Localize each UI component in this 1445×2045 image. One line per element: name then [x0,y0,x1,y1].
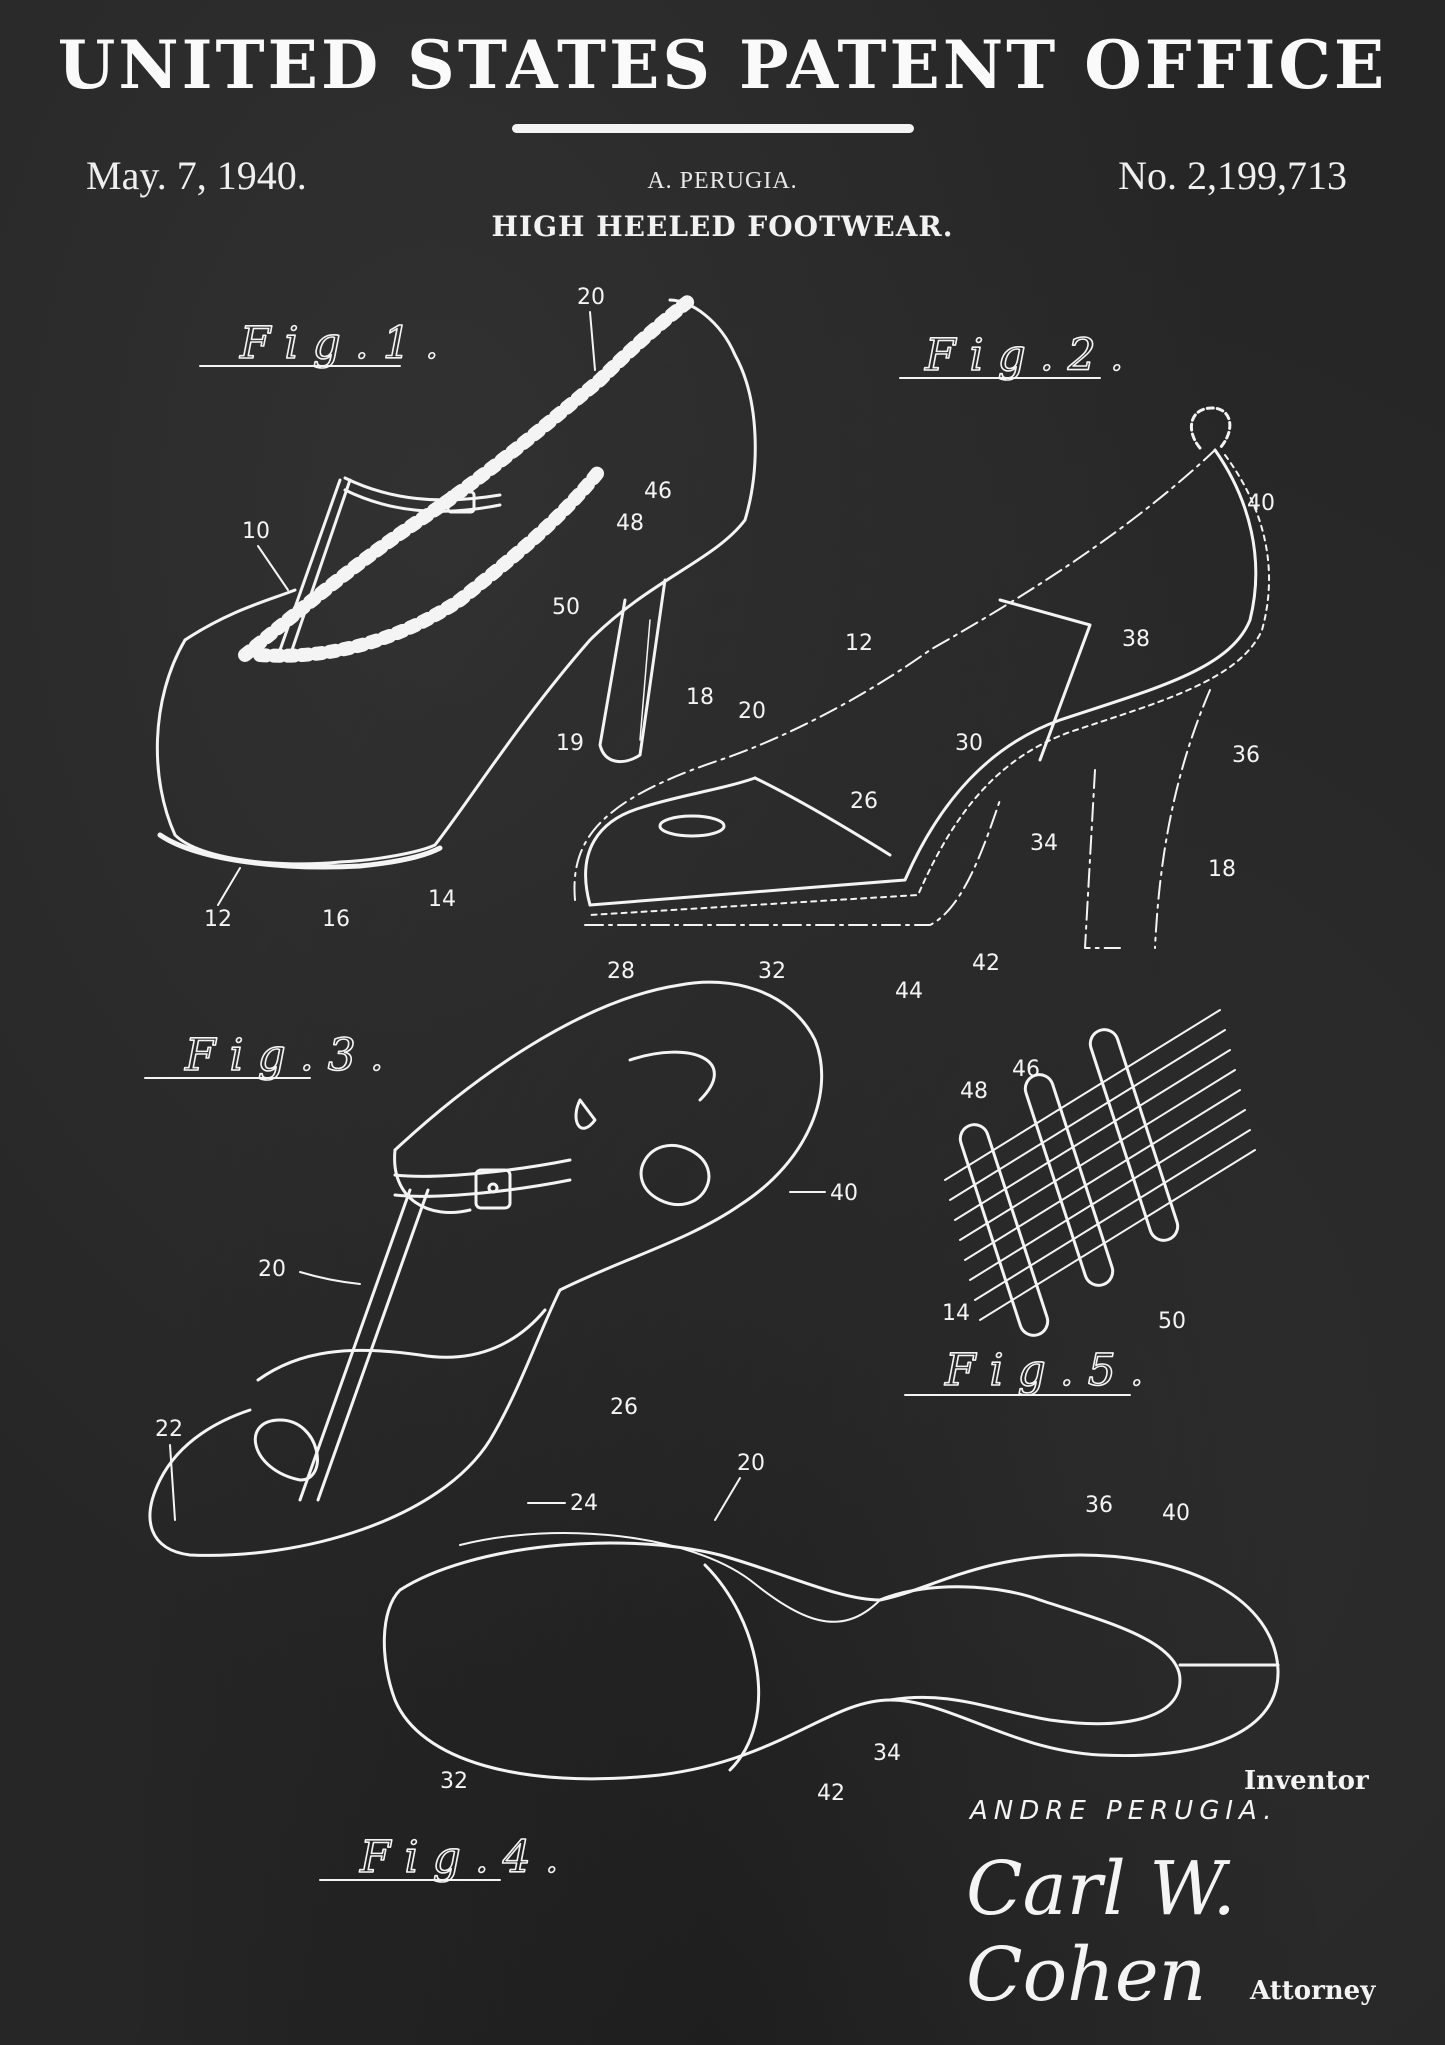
svg-text:14: 14 [428,887,456,912]
svg-text:42: 42 [972,951,1000,976]
inventor-heading: Inventor [1244,1766,1369,1796]
svg-text:44: 44 [895,979,923,1004]
svg-text:40: 40 [830,1181,858,1206]
svg-text:18: 18 [686,685,714,710]
svg-text:Fig.5.: Fig.5. [944,1345,1158,1396]
svg-text:22: 22 [155,1417,183,1442]
fig4-label: Fig.4. [319,1831,573,1884]
fig1-label: Fig.1. [199,317,453,370]
figure-2: Fig.2. 40 12 38 20 30 36 26 34 18 28 [573,329,1275,1004]
svg-text:50: 50 [552,595,580,620]
svg-text:Fig.4.: Fig.4. [359,1832,573,1883]
fig1-reference-numerals: 20 10 46 48 50 18 19 12 16 14 [204,285,714,932]
svg-text:46: 46 [644,479,672,504]
svg-text:34: 34 [1030,831,1058,856]
svg-text:50: 50 [1158,1309,1186,1334]
title-divider [512,124,914,133]
svg-text:16: 16 [322,907,350,932]
svg-text:38: 38 [1122,627,1150,652]
svg-text:Fig.1.: Fig.1. [239,318,453,369]
svg-text:28: 28 [607,959,635,984]
svg-text:36: 36 [1232,743,1260,768]
fig2-label: Fig.2. [899,329,1138,382]
attorney-signature: Carl W. Cohen [966,1846,1236,2018]
svg-text:12: 12 [204,907,232,932]
fig2-reference-numerals: 40 12 38 20 30 36 26 34 18 28 32 44 42 [607,491,1275,1004]
svg-text:Fig.2.: Fig.2. [924,330,1138,381]
svg-text:36: 36 [1085,1493,1113,1518]
svg-text:40: 40 [1162,1501,1190,1526]
inventor-name: ANDRE PERUGIA. [970,1796,1278,1826]
svg-text:46: 46 [1012,1057,1040,1082]
svg-text:34: 34 [873,1741,901,1766]
svg-text:48: 48 [960,1079,988,1104]
svg-text:30: 30 [955,731,983,756]
svg-text:12: 12 [845,631,873,656]
svg-text:14: 14 [942,1301,970,1326]
svg-text:32: 32 [758,959,786,984]
svg-text:26: 26 [850,789,878,814]
fig4-reference-numerals: 20 36 40 32 42 34 [440,1451,1190,1806]
inventor-short-name: A. PERUGIA. [647,168,798,194]
fig3-reference-numerals: 40 20 26 22 24 [155,1181,858,1521]
svg-text:42: 42 [817,1781,845,1806]
fig5-label: Fig.5. [904,1344,1158,1397]
svg-text:24: 24 [570,1491,598,1516]
svg-text:19: 19 [556,731,584,756]
figure-4: Fig.4. 20 36 40 32 42 34 [319,1451,1280,1884]
svg-text:18: 18 [1208,857,1236,882]
figure-1: Fig.1. 20 10 46 48 50 18 [155,285,757,932]
invention-title: HIGH HEELED FOOTWEAR. [491,210,954,243]
fig5-reference-numerals: 48 46 14 50 [942,1057,1186,1334]
svg-text:40: 40 [1247,491,1275,516]
patent-office-title: UNITED STATES PATENT OFFICE [57,26,1388,104]
svg-text:Fig.3.: Fig.3. [184,1030,398,1081]
svg-text:10: 10 [242,519,270,544]
svg-text:20: 20 [738,699,766,724]
patent-number: No. 2,199,713 [1118,153,1347,198]
svg-text:48: 48 [616,511,644,536]
figure-3: Fig.3. 40 20 26 22 24 [144,980,858,1557]
svg-text:20: 20 [737,1451,765,1476]
svg-text:20: 20 [577,285,605,310]
figure-5: Fig.5. 48 46 14 50 [904,1009,1256,1397]
svg-text:26: 26 [610,1395,638,1420]
svg-text:32: 32 [440,1769,468,1794]
attorney-heading: Attorney [1250,1976,1376,2006]
svg-text:20: 20 [258,1257,286,1282]
patent-date: May. 7, 1940. [86,153,307,198]
fig3-label: Fig.3. [144,1029,398,1082]
